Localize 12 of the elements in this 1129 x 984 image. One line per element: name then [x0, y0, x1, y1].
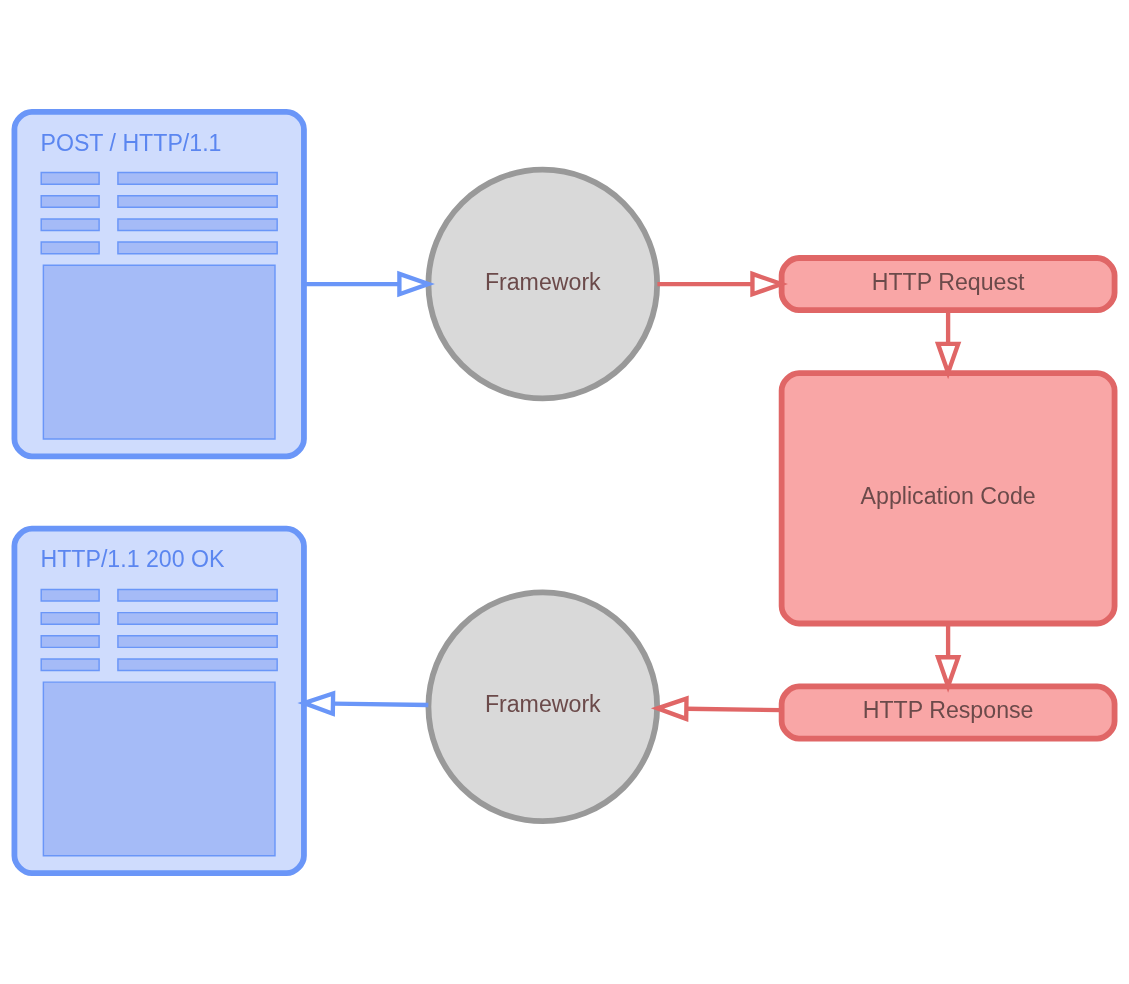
arrow [297, 689, 429, 717]
arrow [657, 270, 788, 297]
node-box: Application Code [778, 369, 1118, 626]
node-circle: Framework [425, 589, 661, 824]
arrow [934, 623, 962, 693]
arrow [304, 270, 435, 297]
node-circle: Framework [425, 166, 661, 401]
node-box: HTTP Request [778, 254, 1118, 313]
node-box: HTTP Response [778, 683, 1118, 741]
node-box: POST / HTTP/1.1 [11, 108, 307, 459]
node-box: HTTP/1.1 200 OK [11, 525, 307, 876]
arrow [650, 695, 782, 722]
